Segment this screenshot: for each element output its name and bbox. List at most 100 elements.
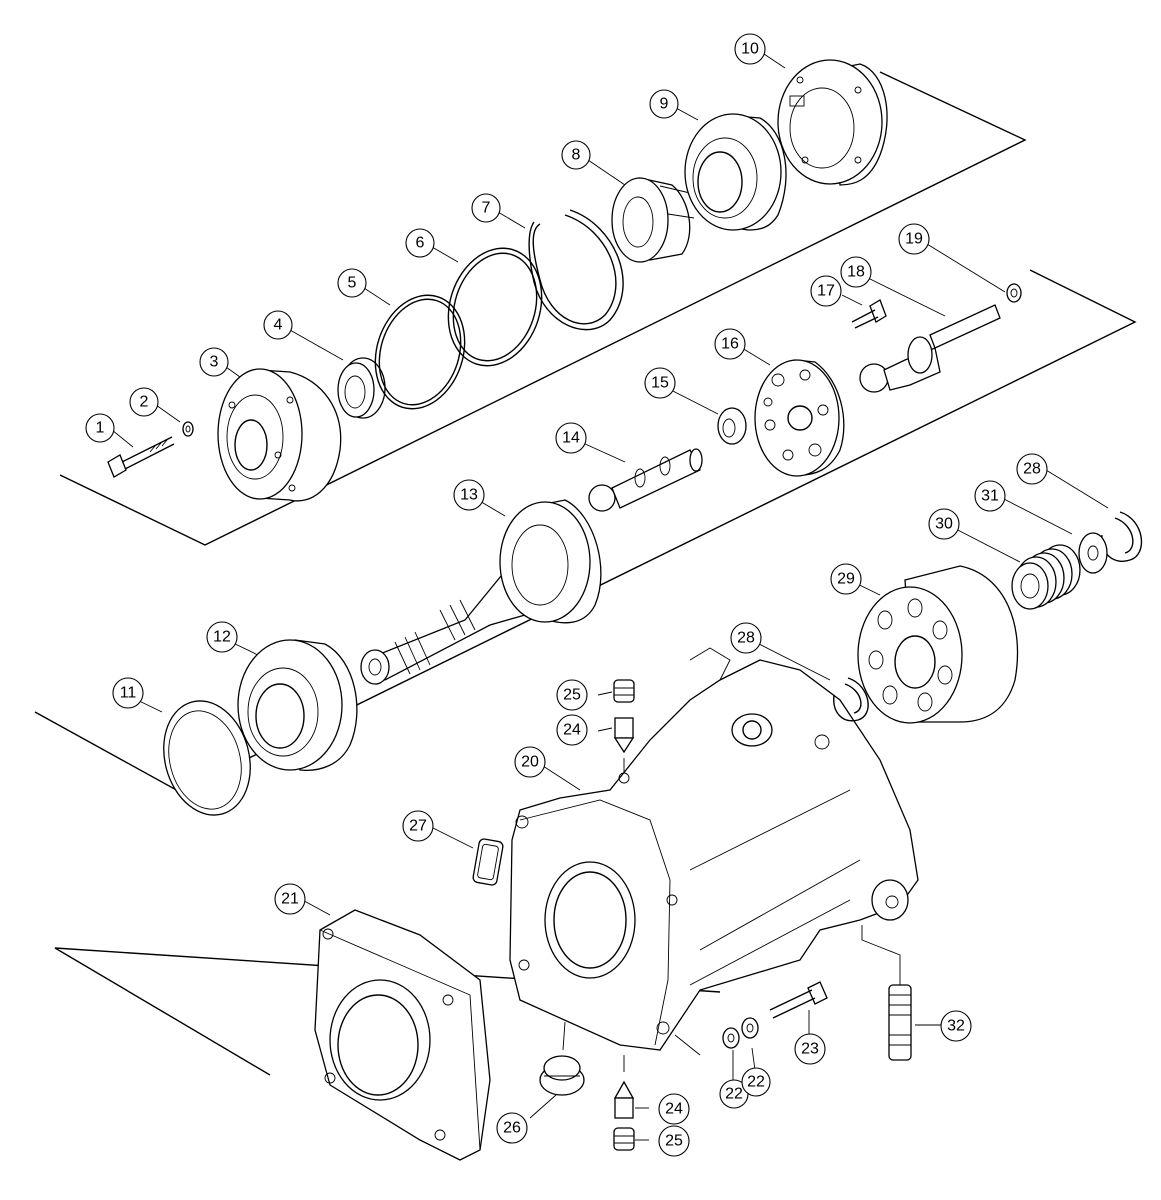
parts: [107, 59, 1143, 1161]
callout-11: 11: [112, 677, 144, 709]
part-29-cylinder-block: [857, 565, 1019, 724]
svg-text:6: 6: [416, 235, 425, 252]
part-21-end-cover: [314, 909, 491, 1161]
part-25-set-screw-lower: [613, 1127, 635, 1151]
callout-20: 20: [514, 746, 546, 778]
callout-26: 26: [496, 1112, 528, 1144]
part-11-seal-ring: [163, 700, 251, 816]
leader-lines: [111, 53, 1109, 1141]
svg-text:29: 29: [837, 571, 855, 588]
callout-24a: 24: [556, 714, 588, 746]
part-20-pump-housing: [509, 647, 919, 1051]
part-19-washer: [1006, 283, 1022, 303]
callout-30: 30: [928, 508, 960, 540]
callout-8: 8: [561, 140, 591, 170]
svg-text:21: 21: [281, 891, 299, 908]
part-23-bolt: [769, 981, 828, 1019]
svg-text:24: 24: [665, 1101, 683, 1118]
callout-21: 21: [274, 883, 306, 915]
callout-3: 3: [199, 347, 229, 377]
group-outlines: [34, 71, 1137, 1076]
svg-text:32: 32: [947, 1018, 965, 1035]
part-4-bearing: [337, 357, 386, 419]
svg-text:1: 1: [96, 420, 105, 437]
callout-6: 6: [405, 228, 435, 258]
part-25-set-screw-upper: [613, 679, 635, 703]
callout-4: 4: [263, 310, 293, 340]
callouts: 1 2 3 4 5 6 7 8 9 10 11 12 13 14 15 16 1…: [85, 33, 1048, 1157]
part-17-screw: [851, 299, 887, 329]
svg-text:12: 12: [213, 629, 231, 646]
part-15-bushing: [717, 407, 747, 445]
callout-22b: 22: [741, 1067, 771, 1097]
svg-text:25: 25: [665, 1133, 683, 1150]
part-31-washer: [1078, 532, 1108, 574]
callout-10: 10: [734, 33, 766, 65]
svg-text:7: 7: [482, 200, 491, 217]
svg-text:15: 15: [651, 375, 669, 392]
svg-text:31: 31: [981, 488, 999, 505]
svg-text:30: 30: [935, 516, 953, 533]
part-9-bearing: [684, 113, 787, 231]
callout-12: 12: [206, 621, 238, 653]
callout-16: 16: [714, 328, 746, 360]
svg-text:22: 22: [747, 1074, 765, 1091]
part-12-bearing: [237, 639, 358, 771]
callout-23: 23: [794, 1033, 826, 1065]
svg-text:26: 26: [503, 1120, 521, 1137]
svg-text:4: 4: [274, 317, 283, 334]
part-22-washers: [722, 1017, 759, 1049]
svg-text:19: 19: [905, 231, 923, 248]
part-26-plug: [539, 1055, 585, 1096]
svg-text:25: 25: [563, 687, 581, 704]
part-27-gasket: [472, 838, 504, 886]
part-2-washer: [182, 421, 194, 437]
part-10-flange: [777, 59, 888, 186]
callout-31: 31: [974, 480, 1006, 512]
svg-text:28: 28: [737, 630, 755, 647]
part-32-stud: [888, 984, 912, 1061]
part-6-ring: [447, 247, 543, 367]
part-7-snap-ring: [528, 209, 624, 331]
callout-32: 32: [940, 1010, 972, 1042]
callout-25b: 25: [658, 1125, 690, 1157]
callout-24b: 24: [658, 1093, 690, 1125]
part-24-plug-upper: [613, 717, 635, 754]
callout-13: 13: [453, 479, 485, 511]
callout-7: 7: [471, 193, 501, 223]
callout-1: 1: [85, 413, 115, 443]
part-5-o-ring: [374, 294, 466, 410]
svg-text:22: 22: [725, 1086, 743, 1103]
part-28-retaining-ring-upper: [1101, 511, 1143, 562]
callout-28b: 28: [730, 622, 762, 654]
callout-15: 15: [644, 367, 676, 399]
part-18-center-pin: [859, 304, 1001, 393]
part-30-spring: [1011, 544, 1081, 610]
svg-text:13: 13: [460, 487, 478, 504]
svg-text:16: 16: [721, 336, 739, 353]
callout-19: 19: [898, 223, 930, 255]
svg-text:5: 5: [348, 275, 357, 292]
callout-5: 5: [337, 268, 367, 298]
svg-text:9: 9: [660, 96, 669, 113]
part-16-retainer-plate: [754, 359, 845, 477]
part-8-nut: [611, 177, 695, 263]
callout-14: 14: [555, 422, 587, 454]
svg-text:17: 17: [817, 283, 835, 300]
svg-text:8: 8: [572, 147, 581, 164]
svg-text:20: 20: [521, 754, 539, 771]
callout-17: 17: [810, 275, 842, 307]
svg-text:11: 11: [120, 685, 137, 702]
svg-text:10: 10: [741, 41, 759, 58]
callout-2: 2: [129, 387, 159, 417]
svg-text:27: 27: [409, 818, 427, 835]
callout-18: 18: [840, 256, 872, 288]
part-24-plug-lower: [613, 1080, 635, 1119]
part-13-drive-shaft: [360, 499, 602, 685]
part-28-retaining-ring-lower: [833, 677, 869, 722]
part-3-cover: [217, 368, 342, 502]
callout-25a: 25: [556, 679, 588, 711]
part-14-piston: [588, 448, 703, 512]
callout-29: 29: [830, 563, 862, 595]
